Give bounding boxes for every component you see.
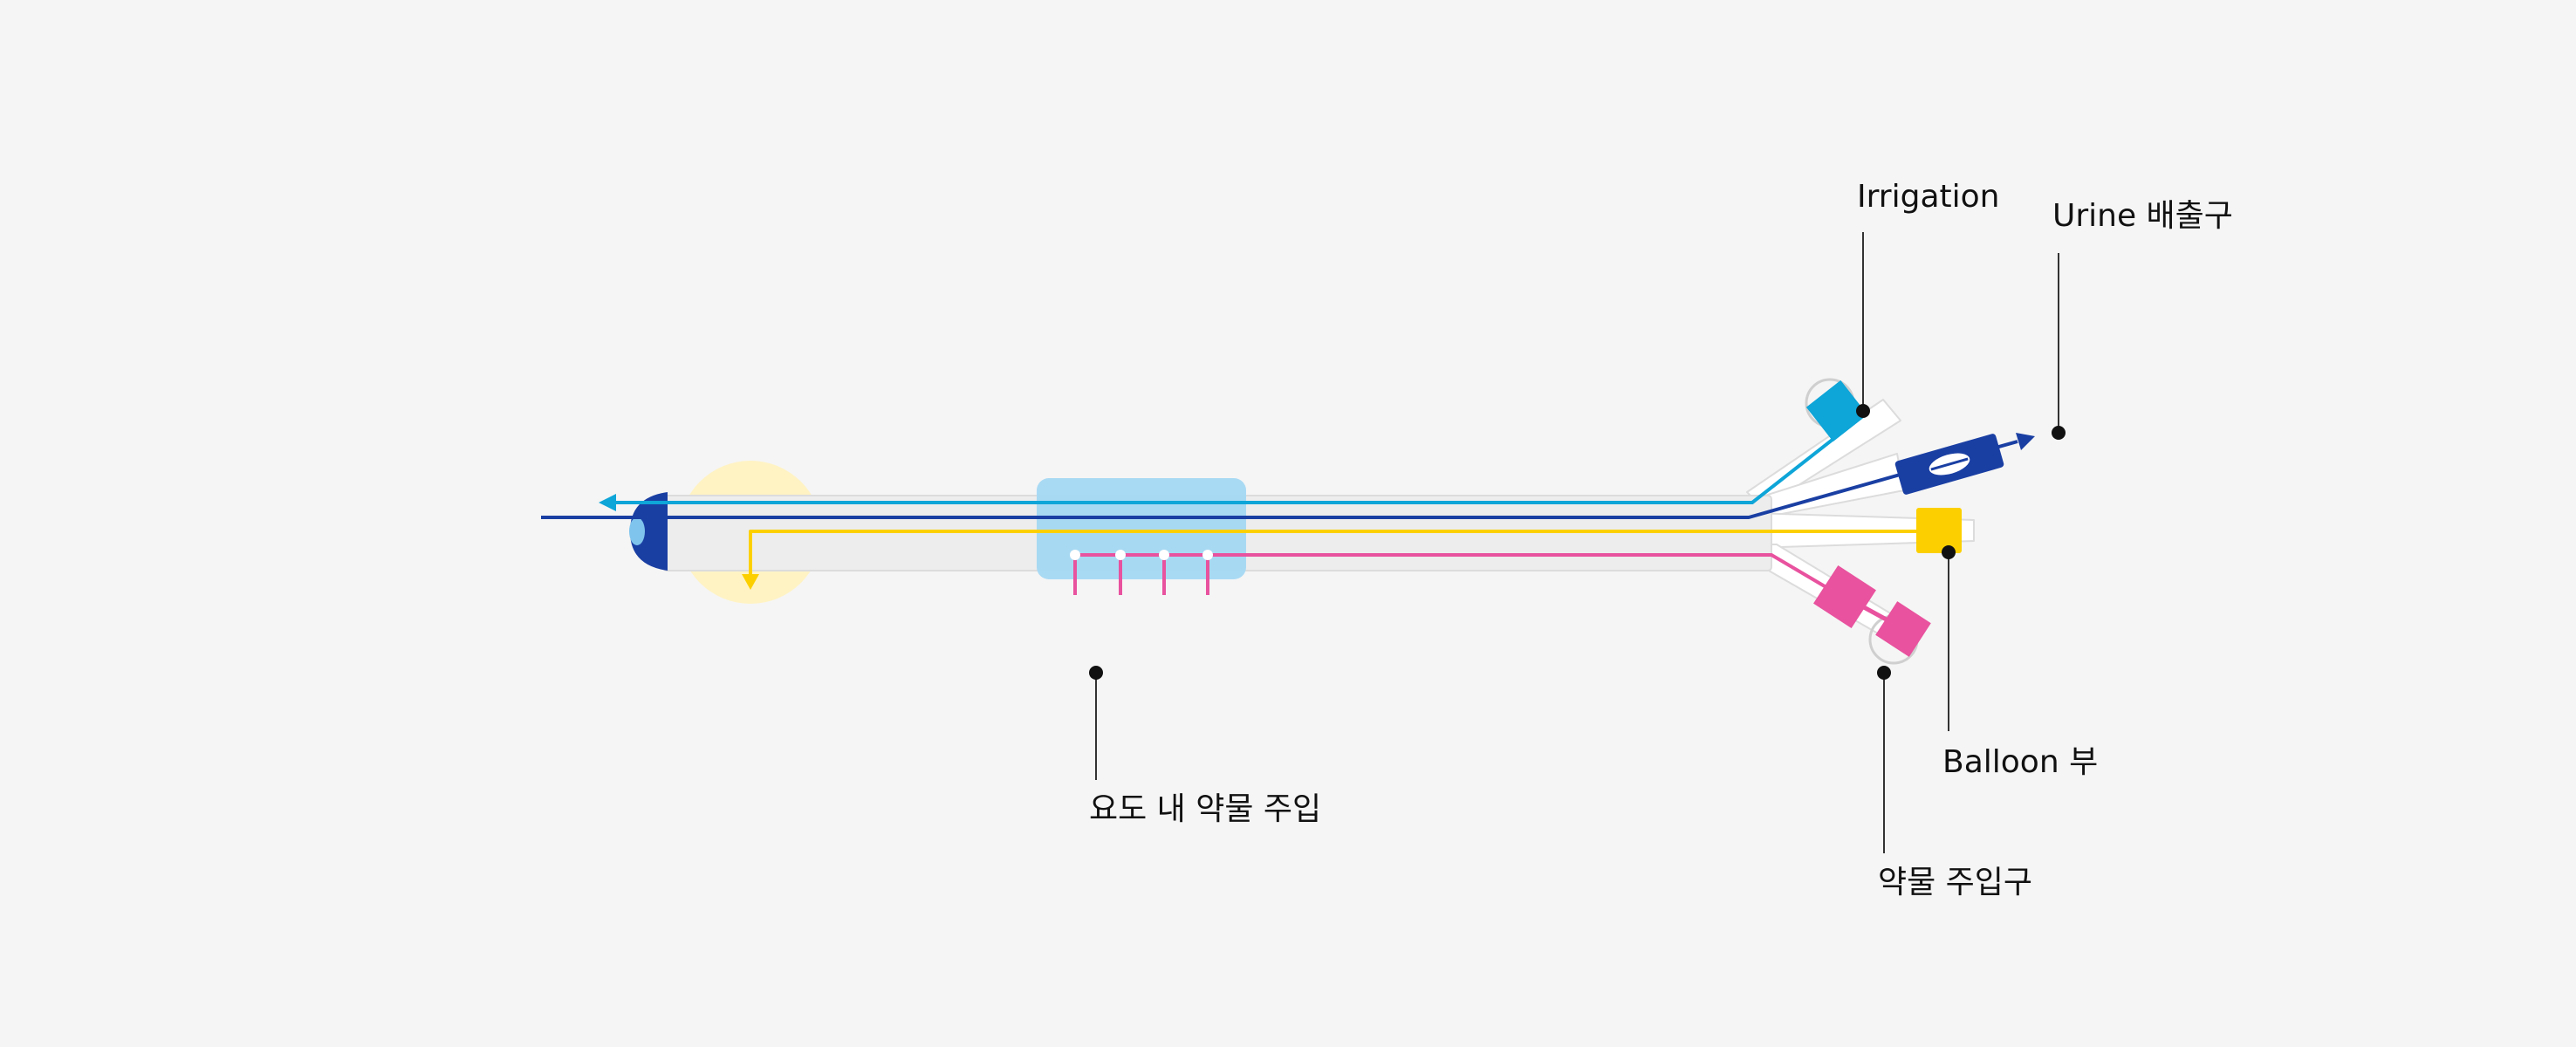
irrigation-channel <box>611 412 1867 504</box>
callout-dots <box>1089 404 2066 680</box>
urine-connector <box>1894 434 2004 495</box>
drug-channel <box>1075 553 1841 597</box>
urine-arrow-icon <box>2016 433 2035 450</box>
irrigation-arrow-icon <box>599 494 616 511</box>
balloon-channel <box>749 530 1930 579</box>
balloon-connector <box>1916 508 1962 553</box>
irrigation-connector <box>1805 380 1868 442</box>
irrigation-label: Irrigation <box>1857 179 2000 215</box>
drug-holes <box>1070 550 1213 560</box>
drug-connector-inner <box>1813 565 1876 628</box>
drug-hole <box>1115 550 1126 560</box>
drug-hole <box>1159 550 1169 560</box>
drug-port-label: 약물 주입구 <box>1878 865 2033 900</box>
catheter-tip <box>630 492 668 571</box>
urethral-drug-label: 요도 내 약물 주입 <box>1089 791 1322 827</box>
drug-port-dot-icon <box>1877 666 1891 680</box>
drug-hole <box>1070 550 1080 560</box>
drug-hole <box>1202 550 1213 560</box>
leader-lines <box>1095 232 2059 853</box>
drug-outlets <box>1073 555 1209 595</box>
urine-connector-slot <box>1930 457 1969 471</box>
drug-connector-outer <box>1875 601 1931 657</box>
urine-outlet-label: Urine 배출구 <box>2052 198 2233 234</box>
tip-eyelet <box>629 517 645 545</box>
irrigation-dot-icon <box>1856 404 1870 418</box>
balloon-dot-icon <box>1942 545 1956 559</box>
balloon-arrow-icon <box>742 574 759 590</box>
drug-delivery-zone <box>1037 478 1246 579</box>
balloon-label: Balloon 부 <box>1942 744 2099 780</box>
urethral-drug-dot-icon <box>1089 666 1103 680</box>
urine-dot-icon <box>2052 426 2066 440</box>
